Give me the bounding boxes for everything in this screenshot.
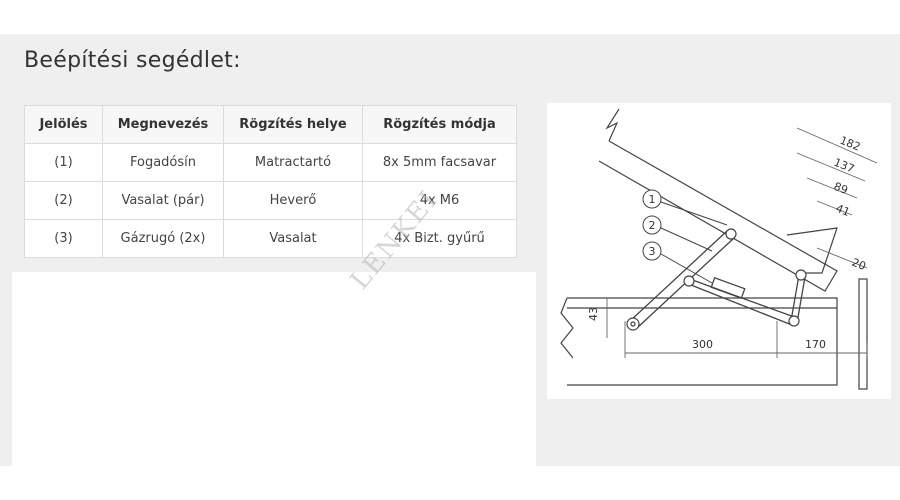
dim-170: 170 [805,338,826,351]
callout-1: 1 [649,193,656,206]
bed-frame [560,278,868,390]
table-cell: 8x 5mm facsavar [362,143,517,182]
dim-41: 41 [834,202,852,219]
table-cell: (2) [24,181,103,220]
mounting-table: Jelölés Megnevezés Rögzítés helye Rögzít… [24,105,517,258]
dim-182: 182 [838,134,862,154]
callout-3: 3 [649,245,656,258]
installation-diagram: 1 2 3 182 137 89 41 20 [547,103,891,399]
dimension-labels: 182 137 89 41 20 43 300 170 [587,134,868,351]
dim-137: 137 [832,156,856,176]
table-cell: Gázrugó (2x) [102,219,224,258]
table-cell: (3) [24,219,103,258]
dim-300: 300 [692,338,713,351]
table-cell: Vasalat [223,219,363,258]
diagram-svg: 1 2 3 182 137 89 41 20 [560,108,878,390]
table-row: (1) Fogadósín Matractartó 8x 5mm facsava… [24,143,517,182]
table-header-row: Jelölés Megnevezés Rögzítés helye Rögzít… [24,105,517,144]
table-cell: Matractartó [223,143,363,182]
page-title: Beépítési segédlet: [24,48,241,73]
mattress-platform [598,108,838,292]
blank-area [12,272,536,500]
table-row: (3) Gázrugó (2x) Vasalat 4x Bizt. gyűrű [24,219,517,258]
hinge-arms [629,230,806,329]
table-cell: (1) [24,143,103,182]
header-rogzites-helye: Rögzítés helye [223,105,363,144]
callout-markers: 1 2 3 [642,189,728,284]
dimension-lines [606,127,878,358]
header-jeloles: Jelölés [24,105,103,144]
header-megnevezes: Megnevezés [102,105,224,144]
table-cell: Vasalat (pár) [102,181,224,220]
table-cell: Heverő [223,181,363,220]
callout-2: 2 [649,219,656,232]
table-cell: 4x Bizt. gyűrű [362,219,517,258]
table-cell: 4x M6 [362,181,517,220]
header-rogzites-modja: Rögzítés módja [362,105,517,144]
pivot-points [626,228,807,331]
dim-89: 89 [832,180,850,197]
dim-20: 20 [850,256,868,273]
table-row: (2) Vasalat (pár) Heverő 4x M6 [24,181,517,220]
dim-43: 43 [587,307,600,321]
table-cell: Fogadósín [102,143,224,182]
